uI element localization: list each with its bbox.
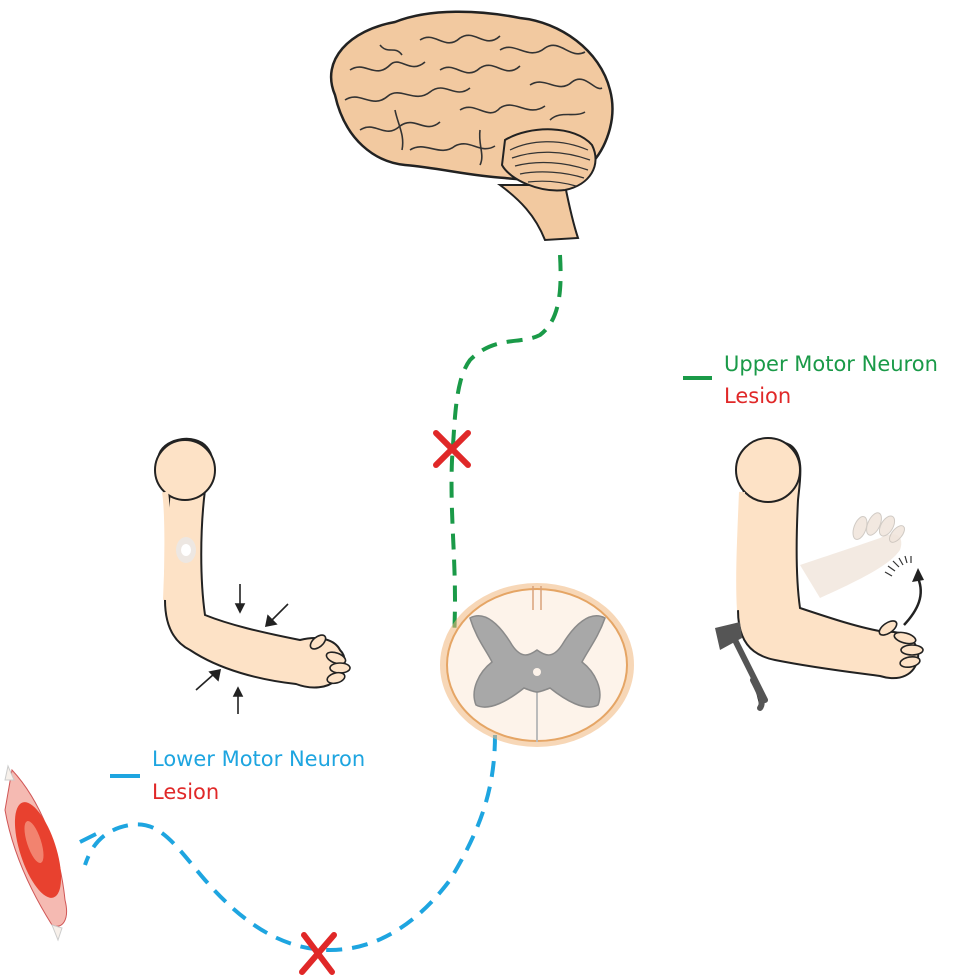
upper-legend-title: Upper Motor Neuron <box>724 352 938 376</box>
brain-icon <box>329 10 614 242</box>
lesion-x-icon <box>433 430 471 468</box>
arm-spastic-icon <box>735 437 924 680</box>
muscle-icon <box>4 764 67 942</box>
lesion-x-icon <box>299 932 337 975</box>
reflex-hammer-icon <box>715 622 768 711</box>
lower-motor-neuron-legend: Lower Motor Neuron Lesion <box>110 747 365 804</box>
lower-legend-subtitle: Lesion <box>152 780 219 804</box>
upper-legend-subtitle: Lesion <box>724 384 791 408</box>
spinal-cord-section-icon <box>440 583 634 747</box>
lower-legend-title: Lower Motor Neuron <box>152 747 365 771</box>
lower-pathway-end-tick <box>79 832 97 844</box>
arm-flaccid-icon <box>154 437 351 714</box>
upper-motor-neuron-legend: Upper Motor Neuron Lesion <box>683 352 938 408</box>
